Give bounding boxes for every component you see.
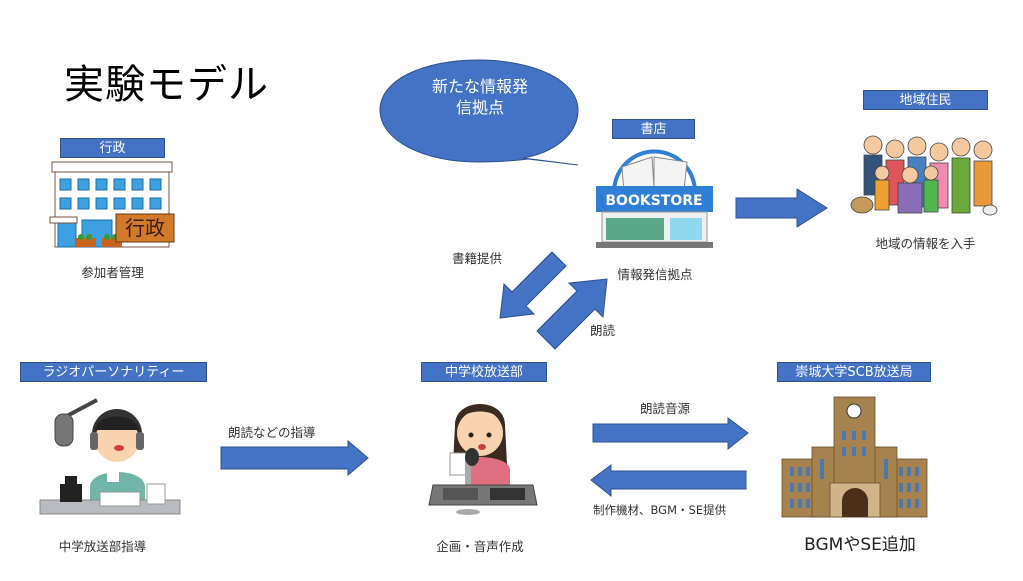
arrow-bookstore-to-residents: [735, 188, 828, 228]
scb-label: 崇城大学SCB放送局: [777, 362, 931, 382]
page-title: 実験モデル: [64, 62, 269, 108]
scb-caption: BGMやSE追加: [804, 535, 916, 555]
jumin-label: 地域住民: [863, 90, 988, 110]
chugaku-caption: 企画・音声作成: [436, 539, 524, 554]
shoten-label: 書店: [612, 119, 695, 139]
ongen-label: 朗読音源: [640, 401, 691, 416]
shoten-caption: 情報発信拠点: [617, 267, 693, 282]
university-building-icon: [781, 396, 928, 518]
residents-group-icon: [850, 135, 998, 216]
gyosei-label: 行政: [60, 138, 165, 158]
arrow-school-to-scb: [592, 417, 749, 451]
roudoku-label: 朗読: [590, 323, 616, 338]
radio-caption: 中学放送部指導: [58, 539, 147, 554]
chugaku-label: 中学校放送部: [421, 362, 547, 382]
government-building-icon: 行政: [49, 161, 175, 248]
arrow-bookstore-to-school: [499, 251, 567, 319]
bookstore-sign: BOOKSTORE: [605, 193, 702, 209]
arrow-scb-to-school: [590, 464, 747, 498]
radio-personality-icon: [39, 398, 181, 515]
shidou-label: 朗読などの指導: [228, 425, 316, 440]
gyosei-caption: 参加者管理: [81, 265, 144, 280]
gyosei-sign: 行政: [125, 216, 165, 240]
radio-label: ラジオパーソナリティー: [20, 362, 207, 382]
shoseki-label: 書籍提供: [452, 251, 503, 266]
arrow-radio-to-school: [220, 439, 369, 477]
arrow-school-to-bookstore: [536, 278, 608, 350]
student-broadcaster-icon: [428, 404, 538, 515]
bookstore-icon: BOOKSTORE: [596, 149, 713, 248]
teikyou-label: 制作機材、BGM・SE提供: [593, 503, 727, 517]
jumin-caption: 地域の情報を入手: [875, 236, 976, 251]
speech-bubble: [379, 59, 579, 166]
speech-bubble-text: 新たな情報発 信拠点: [431, 77, 528, 117]
